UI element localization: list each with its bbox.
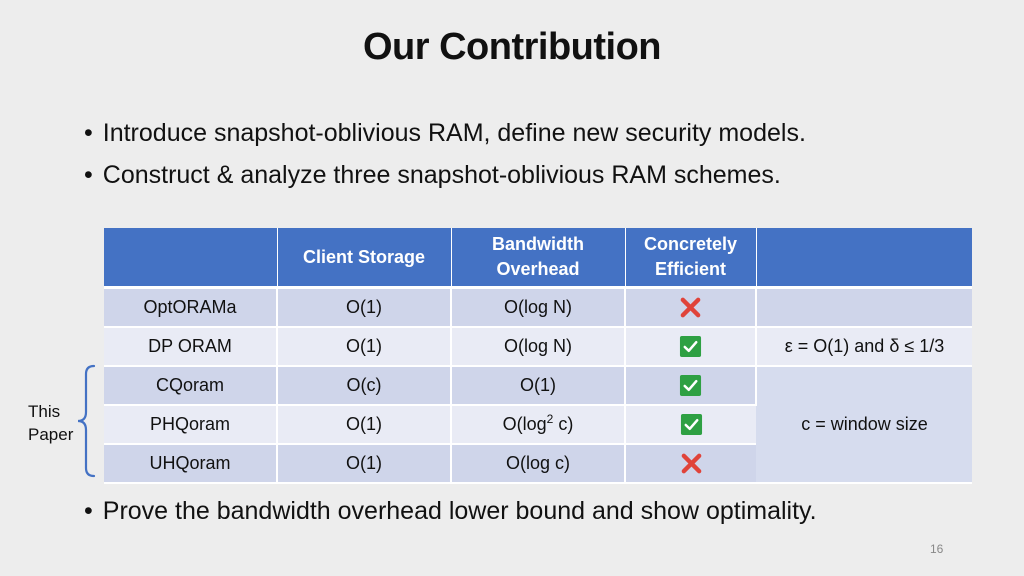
header-bandwidth-line1: Bandwidth (492, 234, 584, 254)
cell-bandwidth: O(1) (451, 366, 626, 406)
this-paper-label: This Paper (28, 400, 73, 446)
cell-scheme: UHQoram (104, 444, 278, 484)
header-bandwidth-line2: Overhead (496, 259, 580, 279)
bandwidth-pre: O(log (502, 414, 547, 434)
header-bandwidth-overhead: Bandwidth Overhead (451, 228, 626, 289)
table-row: PHQoram O(1) O(log2 c) (104, 405, 972, 445)
cell-efficient (625, 444, 756, 484)
left-brace-icon (77, 364, 96, 478)
table-header-row: Client Storage Bandwidth Overhead Concre… (104, 228, 972, 289)
table-row: OptORAMa O(1) O(log N) (104, 287, 972, 328)
check-mark-icon (679, 374, 702, 397)
bandwidth-superscript: 2 (546, 412, 554, 426)
cell-scheme: OptORAMa (104, 287, 278, 328)
bandwidth-post: c) (553, 414, 574, 434)
cell-client-storage: O(1) (277, 287, 452, 328)
cell-client-storage: O(1) (277, 444, 452, 484)
cell-bandwidth: O(log N) (451, 287, 626, 328)
bullet-prove: Prove the bandwidth overhead lower bound… (84, 497, 817, 526)
comparison-table: Client Storage Bandwidth Overhead Concre… (104, 228, 972, 484)
cell-efficient (625, 405, 756, 445)
table-row: CQoram O(c) O(1) c = window size (104, 366, 972, 484)
this-paper-line1: This (28, 402, 61, 421)
cross-mark-icon (681, 453, 701, 474)
header-scheme (104, 228, 278, 289)
cell-bandwidth: O(log c) (451, 444, 626, 484)
cell-efficient (625, 287, 757, 328)
table-row: DP ORAM O(1) O(log N) ε = O(1) and δ ≤ 1… (104, 327, 972, 367)
this-paper-line2: Paper (28, 425, 74, 444)
cell-client-storage: O(1) (277, 405, 452, 445)
bullet-construct: Construct & analyze three snapshot-obliv… (84, 154, 806, 196)
cell-notes-dp-oram: ε = O(1) and δ ≤ 1/3 (756, 327, 972, 367)
header-concretely-efficient: Concretely Efficient (625, 228, 757, 289)
cell-notes-window-size: c = window size (756, 366, 972, 484)
cell-bandwidth: O(log2 c) (451, 405, 626, 445)
check-mark-icon (679, 335, 702, 358)
bullet-list: Introduce snapshot-oblivious RAM, define… (84, 112, 806, 196)
cell-efficient (625, 366, 757, 406)
cell-client-storage: O(1) (277, 327, 452, 367)
header-notes (756, 228, 972, 289)
header-efficient-line1: Concretely (643, 234, 738, 254)
page-number: 16 (930, 542, 944, 556)
bullet-introduce: Introduce snapshot-oblivious RAM, define… (84, 112, 806, 154)
header-client-storage: Client Storage (277, 228, 452, 289)
cell-client-storage: O(c) (277, 366, 452, 406)
slide-title: Our Contribution (362, 26, 662, 68)
header-efficient-line2: Efficient (654, 259, 726, 279)
cell-scheme: PHQoram (104, 405, 278, 445)
cell-scheme: CQoram (104, 366, 278, 406)
table-row: UHQoram O(1) O(log c) (104, 444, 972, 484)
cell-bandwidth: O(log N) (451, 327, 626, 367)
cell-notes-empty (756, 287, 972, 328)
cell-scheme: DP ORAM (104, 327, 278, 367)
check-mark-icon (680, 413, 702, 436)
cell-efficient (625, 327, 757, 367)
cross-mark-icon (680, 297, 701, 318)
